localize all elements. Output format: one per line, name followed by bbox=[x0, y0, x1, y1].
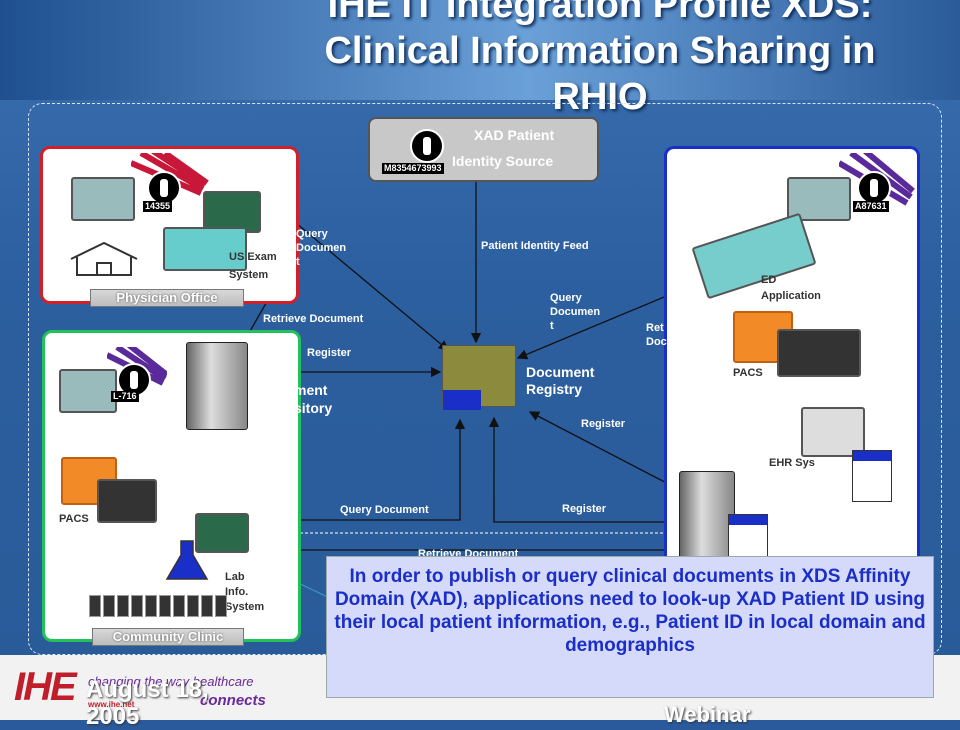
us-exam-label-1: US Exam bbox=[229, 251, 277, 263]
hospital-repository-server-icon bbox=[679, 471, 735, 559]
us-exam-label-2: System bbox=[229, 269, 269, 281]
workstation-icon bbox=[59, 369, 117, 413]
xad-source-label-2: Identity Source bbox=[452, 153, 554, 169]
query-document-right-3: t bbox=[550, 320, 554, 332]
query-document-arrow-bottom bbox=[270, 418, 466, 521]
register-left: Register bbox=[307, 347, 352, 359]
ed-label-1: ED bbox=[761, 274, 777, 286]
hospital-patient-id: A87631 bbox=[853, 201, 889, 212]
repository-label-1: ment bbox=[294, 382, 328, 398]
registry-label-1: Document bbox=[526, 364, 595, 380]
registry-label-2: Registry bbox=[526, 381, 583, 397]
slide-title: IHE IT Integration Profile XDS: Clinical… bbox=[260, 0, 940, 120]
patient-icon bbox=[857, 171, 891, 205]
community-clinic-box: L-716 PACS Lab Info. System bbox=[42, 330, 301, 642]
clinic-patient-id: L-716 bbox=[111, 391, 139, 402]
title-line-1: IHE IT Integration Profile XDS: bbox=[327, 0, 873, 26]
pacs-images-icon bbox=[97, 479, 157, 523]
register-right-mid: Register bbox=[581, 418, 626, 430]
ed-stretcher-icon bbox=[691, 212, 817, 300]
lab-label-2: Info. bbox=[225, 586, 249, 598]
retrieve-document-left: Retrieve Document bbox=[263, 313, 364, 325]
register-arrow-right-mid bbox=[528, 411, 681, 491]
ehr-system-icon bbox=[801, 407, 865, 457]
physician-office-plate: Physician Office bbox=[90, 289, 244, 307]
repository-label-2: sitory bbox=[294, 400, 333, 416]
footer-date-line-2: 2005 bbox=[86, 703, 140, 730]
query-document-right-1: Query bbox=[550, 292, 582, 304]
query-document-arrow-left bbox=[289, 217, 449, 351]
lab-workstation-icon bbox=[195, 513, 249, 553]
house-icon bbox=[70, 241, 138, 276]
footer-connects: connects bbox=[200, 692, 266, 709]
footer-tagline: changing the way healthcare bbox=[88, 674, 254, 689]
retrieve-right-2: Doc bbox=[646, 336, 667, 348]
ihe-logo: IHE bbox=[14, 665, 77, 709]
specimen-rack-icon bbox=[89, 595, 229, 622]
title-line-3: RHIO bbox=[552, 76, 648, 118]
xad-patient-id: M8354673993 bbox=[382, 163, 444, 174]
registry-index-block bbox=[443, 390, 481, 410]
physician-office-box: 14355 US Exam System bbox=[40, 146, 299, 304]
register-bottom: Register bbox=[562, 503, 607, 515]
callout-note: In order to publish or query clinical do… bbox=[326, 556, 934, 698]
community-clinic-plate: Community Clinic bbox=[92, 628, 244, 646]
footer-date: August 18, 2005 bbox=[86, 676, 209, 730]
hospital-box: A87631 ED Application PACS EHR Sys bbox=[664, 146, 920, 582]
patient-identity-feed-label: Patient Identity Feed bbox=[481, 240, 589, 252]
workstation-icon bbox=[71, 177, 135, 221]
patient-icon bbox=[147, 171, 181, 205]
lab-label-3: System bbox=[225, 601, 265, 613]
query-document-left-3: t bbox=[296, 256, 300, 268]
register-arrow-bottom bbox=[488, 416, 670, 523]
query-document-bottom: Query Document bbox=[340, 504, 429, 516]
physician-patient-id: 14355 bbox=[143, 201, 173, 212]
document-registry-icon bbox=[442, 345, 516, 410]
query-document-left-2: Documen bbox=[296, 242, 347, 254]
title-line-2: Clinical Information Sharing in bbox=[324, 30, 876, 72]
computer-user-icon bbox=[203, 191, 261, 233]
footer-url: www.ihe.net bbox=[88, 700, 135, 709]
footer-date-line-1: August 18, bbox=[86, 676, 209, 703]
footer-webinar: Webinar bbox=[664, 702, 751, 727]
pacs-images-icon bbox=[777, 329, 861, 377]
clinic-pacs-label: PACS bbox=[59, 513, 89, 525]
header-band bbox=[0, 0, 960, 100]
patient-icon bbox=[410, 129, 444, 163]
ultrasound-icon bbox=[163, 227, 247, 271]
document-repository-server-icon bbox=[186, 342, 248, 430]
lab-flask-icon bbox=[165, 540, 209, 580]
query-document-right-2: Documen bbox=[550, 306, 601, 318]
ehr-document-icon bbox=[852, 450, 892, 502]
xad-patient-identity-source-box: M8354673993 XAD Patient Identity Source bbox=[368, 117, 599, 182]
retrieve-right-1: Ret bbox=[646, 322, 664, 334]
hospital-pacs-label: PACS bbox=[733, 367, 763, 379]
ed-label-2: Application bbox=[761, 290, 821, 302]
lab-label-1: Lab bbox=[225, 571, 245, 583]
xad-source-label-1: XAD Patient bbox=[474, 127, 555, 143]
query-document-left-1: Query bbox=[296, 228, 328, 240]
ehr-label: EHR Sys bbox=[769, 457, 815, 469]
